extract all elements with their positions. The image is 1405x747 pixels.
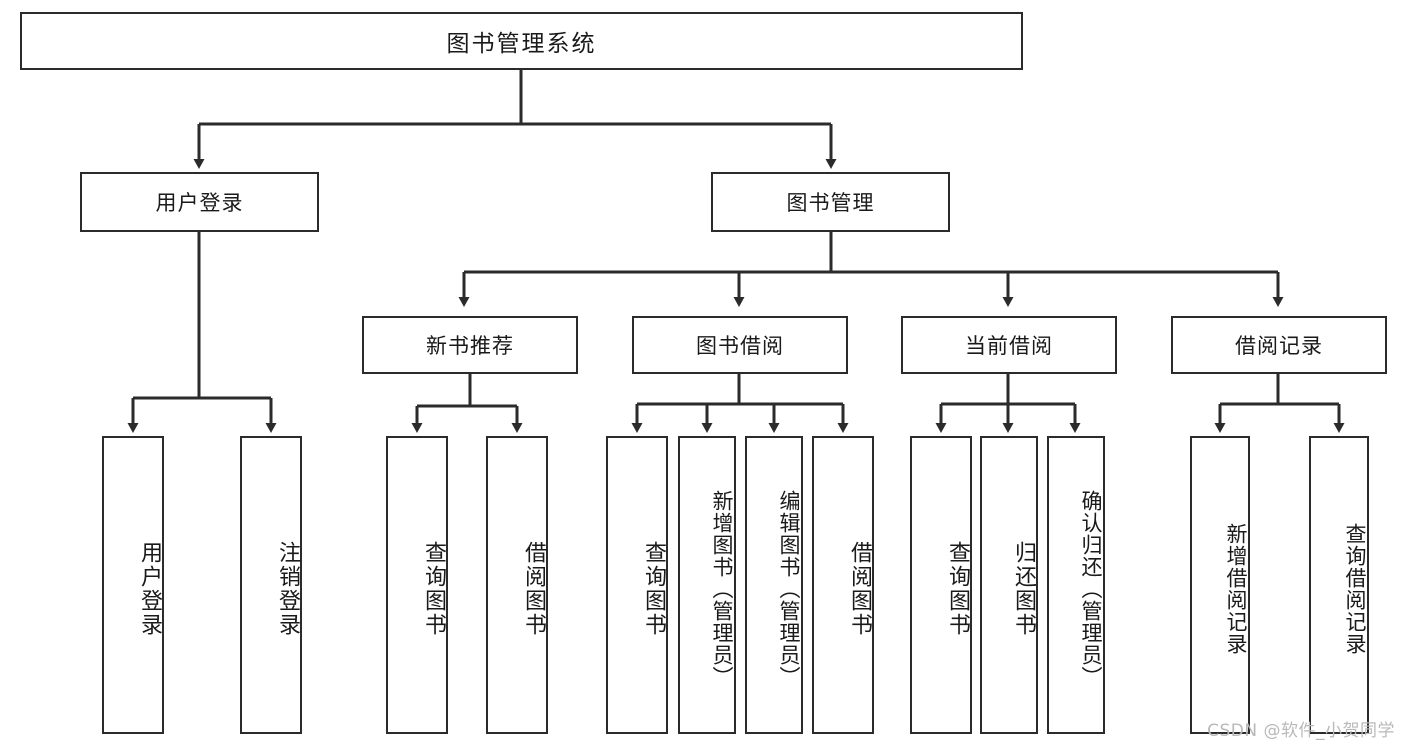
node-root-system[interactable]: 图书管理系统 [20, 12, 1023, 70]
node-current-borrow[interactable]: 当前借阅 [901, 316, 1117, 374]
leaf-current-borrow-query[interactable]: 查询图书 [910, 436, 972, 734]
node-book-management[interactable]: 图书管理 [711, 172, 950, 232]
node-user-login[interactable]: 用户登录 [80, 172, 319, 232]
node-borrow-record[interactable]: 借阅记录 [1171, 316, 1387, 374]
leaf-book-borrow-add-admin[interactable]: 新增图书（管理员） [678, 436, 736, 734]
leaf-new-book-query[interactable]: 查询图书 [386, 436, 448, 734]
leaf-current-borrow-return[interactable]: 归还图书 [980, 436, 1038, 734]
leaf-book-borrow-edit-admin[interactable]: 编辑图书（管理员） [745, 436, 803, 734]
leaf-borrow-record-add[interactable]: 新增借阅记录 [1190, 436, 1250, 734]
leaf-book-borrow-query[interactable]: 查询图书 [606, 436, 668, 734]
leaf-borrow-record-query[interactable]: 查询借阅记录 [1309, 436, 1369, 734]
leaf-book-borrow-borrow[interactable]: 借阅图书 [812, 436, 874, 734]
leaf-current-borrow-confirm-admin[interactable]: 确认归还（管理员） [1047, 436, 1105, 734]
leaf-new-book-borrow[interactable]: 借阅图书 [486, 436, 548, 734]
leaf-user-login-login[interactable]: 用户登录 [102, 436, 164, 734]
node-new-book-recommend[interactable]: 新书推荐 [362, 316, 578, 374]
node-book-borrow[interactable]: 图书借阅 [632, 316, 848, 374]
leaf-user-login-logout[interactable]: 注销登录 [240, 436, 302, 734]
